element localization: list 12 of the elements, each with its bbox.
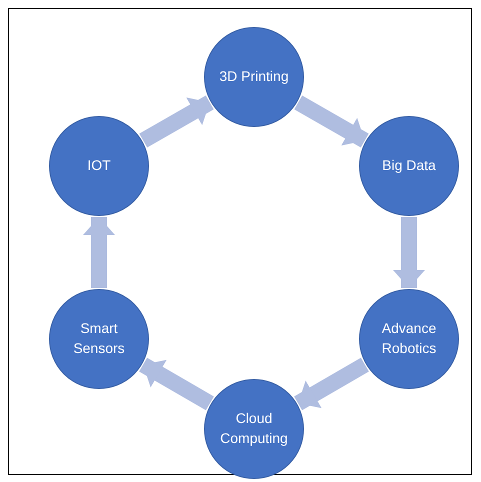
block-arrow <box>139 358 214 410</box>
topic-label: Advance Robotics <box>380 319 438 358</box>
topic-label: 3D Printing <box>219 67 289 86</box>
block-arrow <box>83 217 115 288</box>
topic-label: Big Data <box>382 156 436 176</box>
topic-label: Cloud Computing <box>219 409 289 448</box>
block-arrow <box>139 95 214 148</box>
topic-label: IOT <box>87 156 111 176</box>
block-arrow <box>393 217 425 288</box>
block-arrow <box>294 358 369 410</box>
block-arrow <box>294 95 369 148</box>
topic-label: Smart Sensors <box>72 319 126 358</box>
